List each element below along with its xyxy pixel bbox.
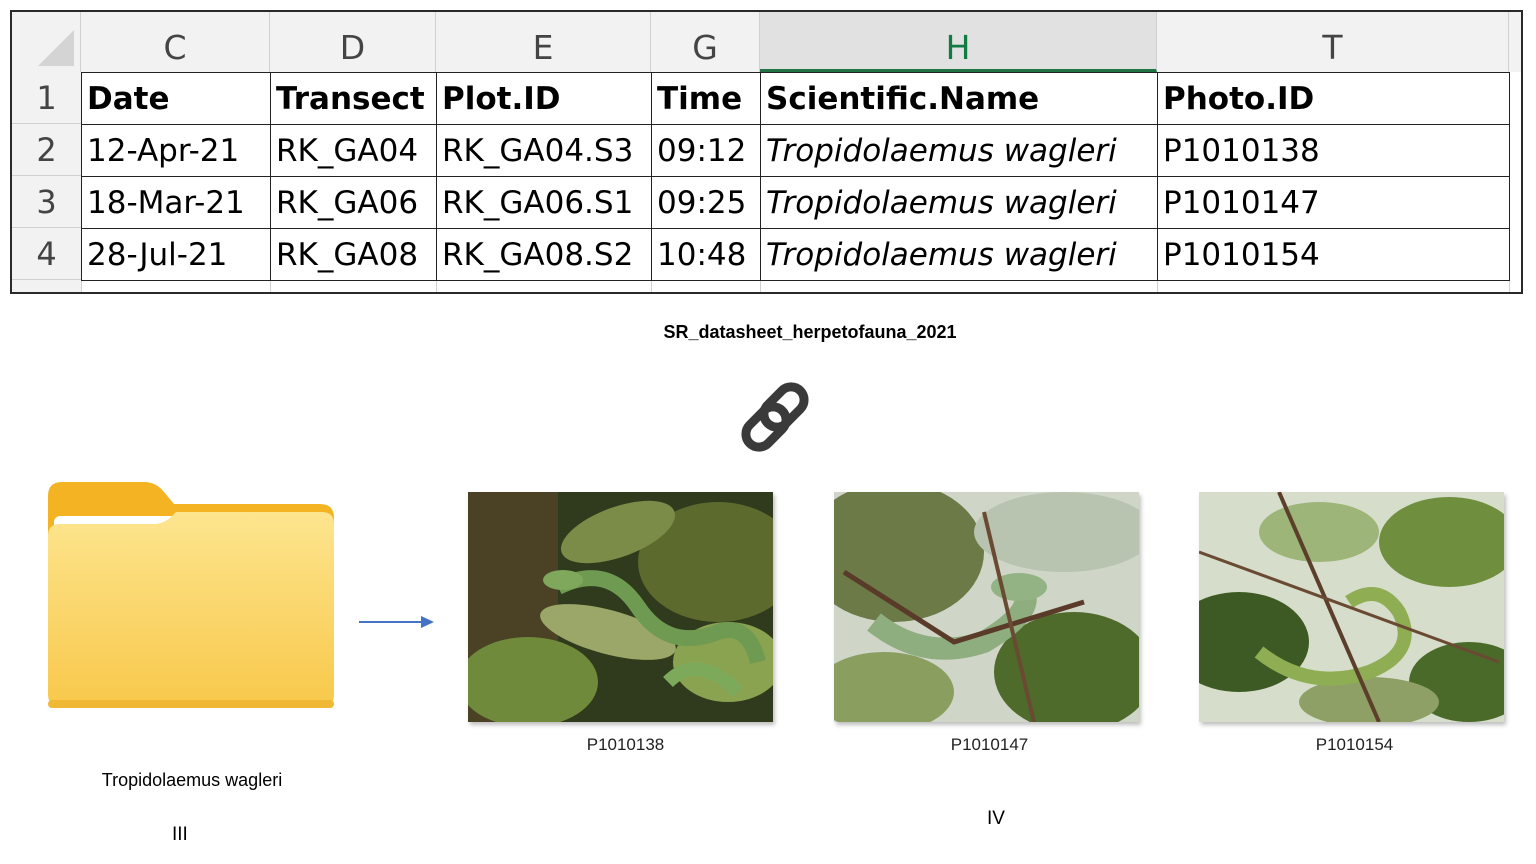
cell-empty xyxy=(1157,280,1510,292)
snake-photo-image xyxy=(1199,492,1504,722)
column-header-h-selected[interactable]: H xyxy=(760,12,1157,72)
column-header-t[interactable]: T xyxy=(1157,12,1509,72)
link-chain-icon xyxy=(741,382,809,452)
cell-header-scientific-name[interactable]: Scientific.Name xyxy=(760,72,1158,125)
cell-header-photo-id[interactable]: Photo.ID xyxy=(1157,72,1510,125)
row-header-partial xyxy=(12,280,81,292)
column-header-e[interactable]: E xyxy=(436,12,651,72)
cell-date[interactable]: 28-Jul-21 xyxy=(81,228,271,281)
cell-time[interactable]: 10:48 xyxy=(651,228,761,281)
cell-plot-id[interactable]: RK_GA06.S1 xyxy=(436,176,652,229)
cell-empty xyxy=(81,280,271,292)
arrow-right-icon xyxy=(359,616,434,628)
cell-date[interactable]: 12-Apr-21 xyxy=(81,124,271,177)
row-header-4[interactable]: 4 xyxy=(12,228,81,280)
cell-time[interactable]: 09:25 xyxy=(651,176,761,229)
cell-date[interactable]: 18-Mar-21 xyxy=(81,176,271,229)
cell-header-plot-id[interactable]: Plot.ID xyxy=(436,72,652,125)
panel-marker-iii: III xyxy=(172,824,188,845)
column-header-row: C D E G H T xyxy=(12,12,1521,72)
cell-header-transect[interactable]: Transect xyxy=(270,72,437,125)
cell-empty xyxy=(651,280,761,292)
cell-header-time[interactable]: Time xyxy=(651,72,761,125)
select-all-corner[interactable] xyxy=(12,12,81,72)
spreadsheet: C D E G H T 1 2 3 4 Date Transect Plot.I… xyxy=(10,10,1523,294)
cell-empty xyxy=(270,280,437,292)
cell-transect[interactable]: RK_GA06 xyxy=(270,176,437,229)
photo-label: P1010147 xyxy=(950,735,1029,754)
table-row: 18-Mar-21 RK_GA06 RK_GA06.S1 09:25 Tropi… xyxy=(81,176,1510,229)
table-row-partial xyxy=(81,280,1510,292)
table-header-row: Date Transect Plot.ID Time Scientific.Na… xyxy=(81,72,1510,125)
row-header-3[interactable]: 3 xyxy=(12,176,81,228)
cell-scientific-name[interactable]: Tropidolaemus wagleri xyxy=(760,228,1158,281)
folder-icon[interactable] xyxy=(44,478,338,714)
table-row: 12-Apr-21 RK_GA04 RK_GA04.S3 09:12 Tropi… xyxy=(81,124,1510,177)
snake-photo-thumbnail[interactable] xyxy=(1199,492,1504,722)
cell-header-date[interactable]: Date xyxy=(81,72,271,125)
cell-plot-id[interactable]: RK_GA04.S3 xyxy=(436,124,652,177)
row-header-1[interactable]: 1 xyxy=(12,72,81,124)
cell-empty xyxy=(760,280,1158,292)
panel-marker-iv: IV xyxy=(987,808,1005,829)
table-row: 28-Jul-21 RK_GA08 RK_GA08.S2 10:48 Tropi… xyxy=(81,228,1510,281)
column-header-g[interactable]: G xyxy=(651,12,760,72)
column-header-c[interactable]: C xyxy=(81,12,270,72)
cell-scientific-name[interactable]: Tropidolaemus wagleri xyxy=(760,124,1158,177)
snake-photo-thumbnail[interactable] xyxy=(468,492,773,722)
folder-label: Tropidolaemus wagleri xyxy=(101,770,283,790)
cell-photo-id[interactable]: P1010147 xyxy=(1157,176,1510,229)
sheet-filename-caption: SR_datasheet_herpetofauna_2021 xyxy=(663,322,957,342)
row-header-2[interactable]: 2 xyxy=(12,124,81,176)
photo-label: P1010154 xyxy=(1315,735,1394,754)
snake-photo-image xyxy=(468,492,773,722)
cell-transect[interactable]: RK_GA04 xyxy=(270,124,437,177)
cell-plot-id[interactable]: RK_GA08.S2 xyxy=(436,228,652,281)
column-header-d[interactable]: D xyxy=(270,12,436,72)
snake-photo-thumbnail[interactable] xyxy=(834,492,1139,722)
column-header-h-label: H xyxy=(945,28,971,67)
data-grid: Date Transect Plot.ID Time Scientific.Na… xyxy=(81,72,1510,292)
cell-empty xyxy=(436,280,652,292)
cell-photo-id[interactable]: P1010154 xyxy=(1157,228,1510,281)
cell-photo-id[interactable]: P1010138 xyxy=(1157,124,1510,177)
cell-scientific-name[interactable]: Tropidolaemus wagleri xyxy=(760,176,1158,229)
snake-photo-image xyxy=(834,492,1139,722)
photo-label: P1010138 xyxy=(586,735,665,754)
cell-time[interactable]: 09:12 xyxy=(651,124,761,177)
cell-transect[interactable]: RK_GA08 xyxy=(270,228,437,281)
